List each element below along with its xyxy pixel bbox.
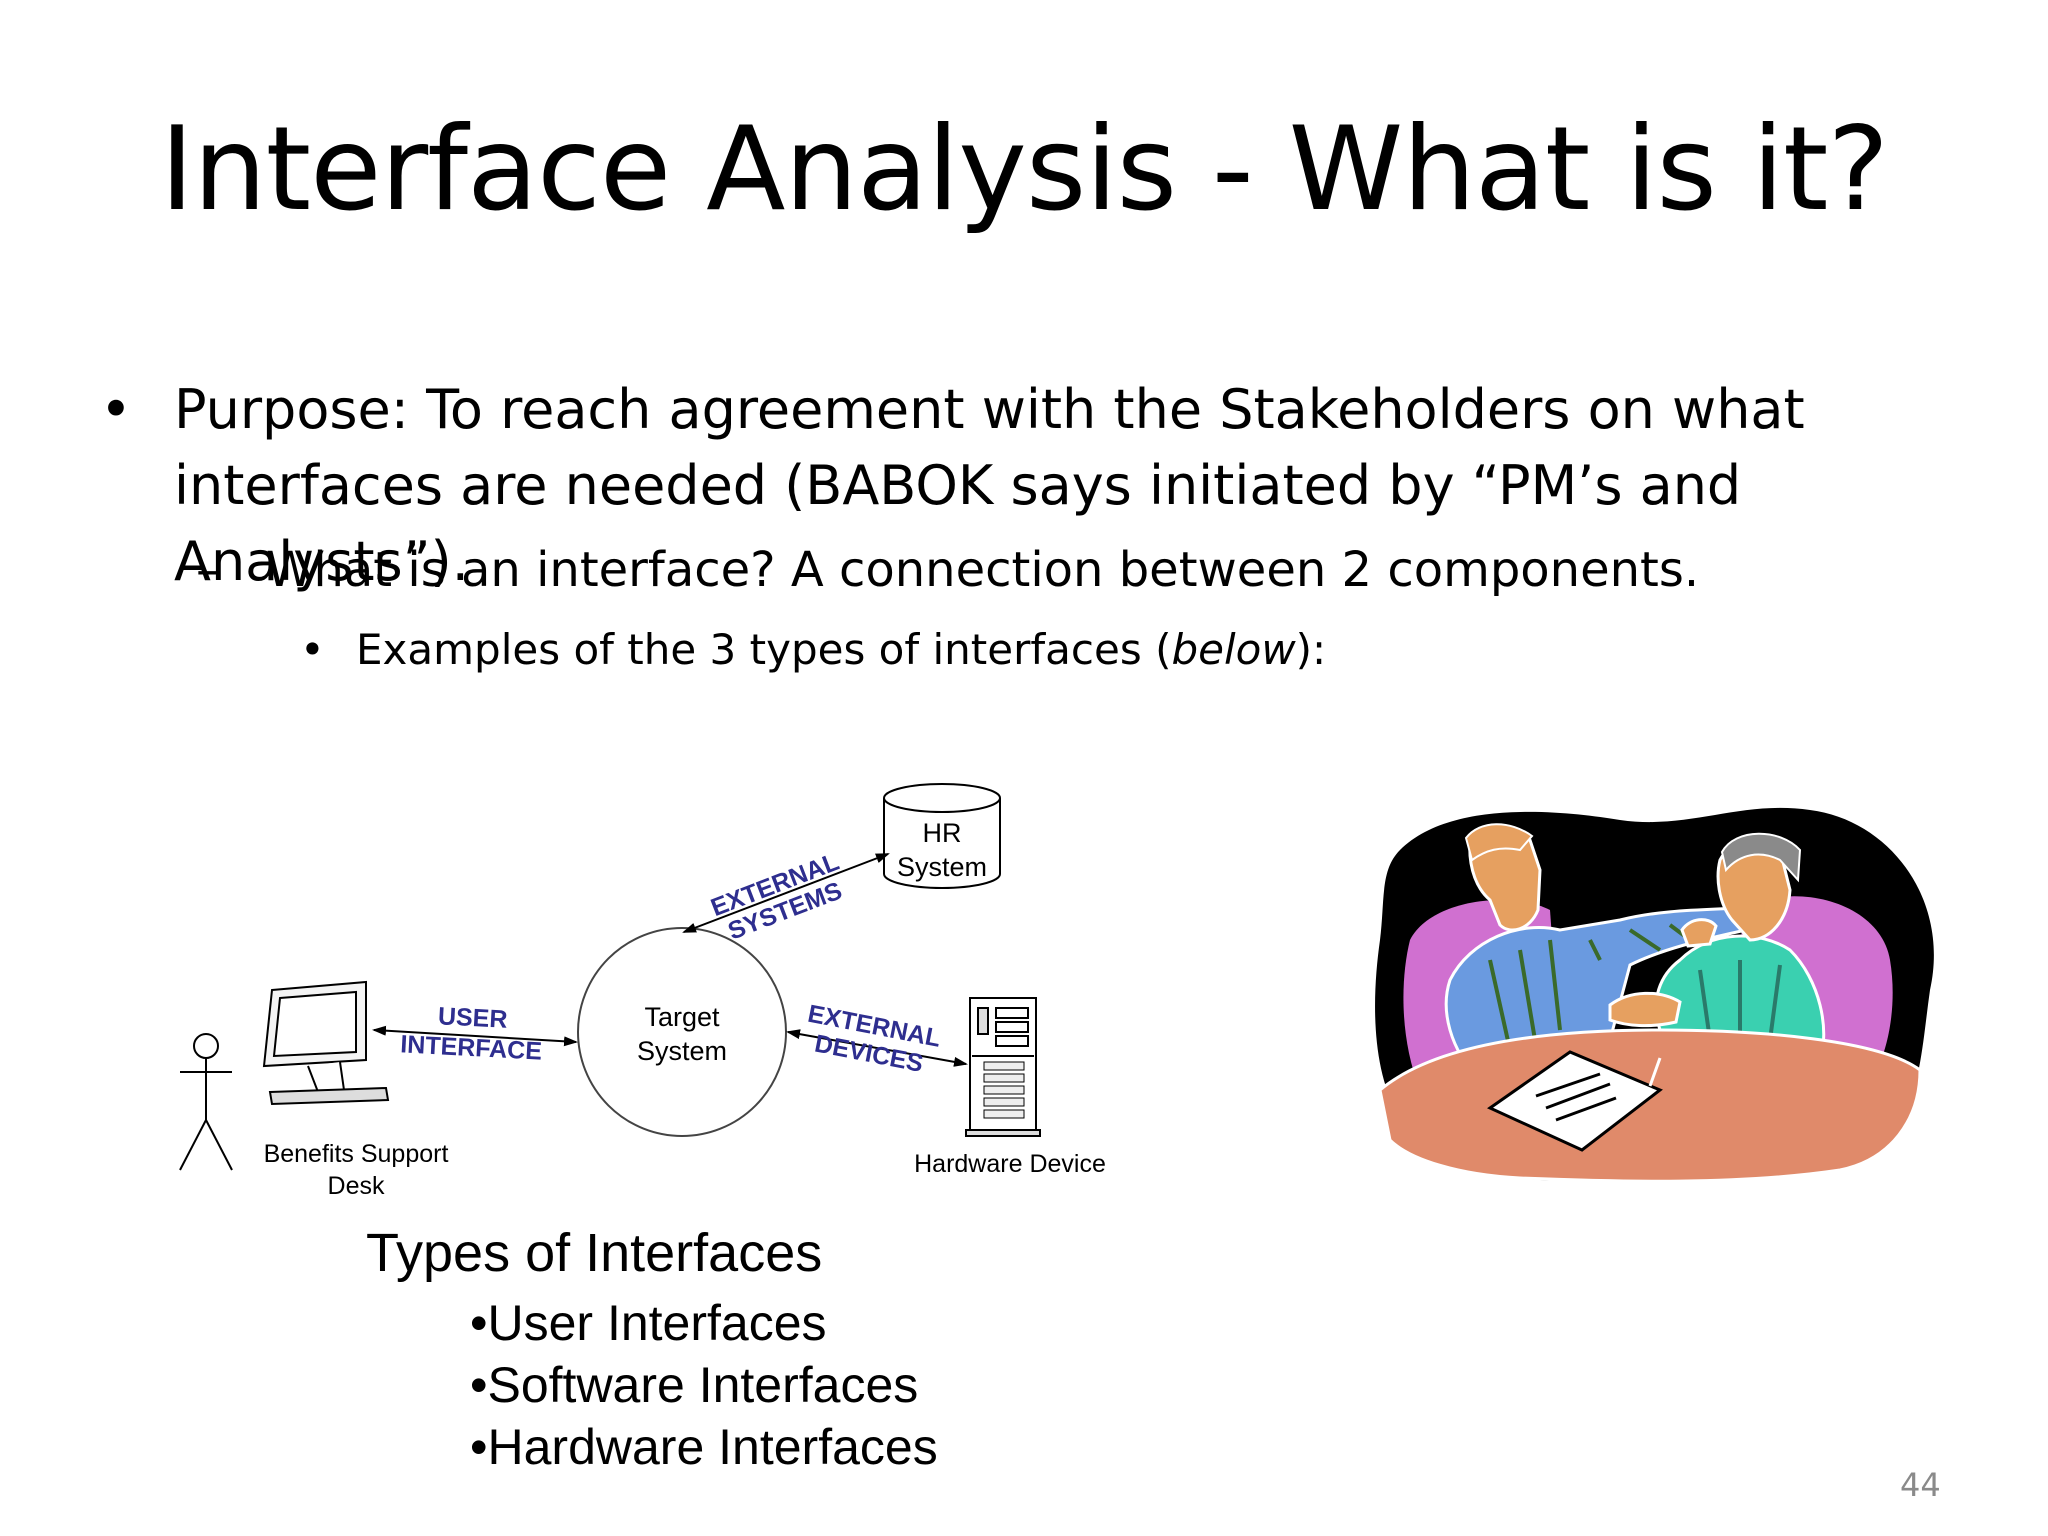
benefits-desk-label-1: Benefits Support [264, 1140, 449, 1168]
types-heading: Types of Interfaces [366, 1222, 822, 1284]
type-hardware-interfaces: •Hardware Interfaces [470, 1416, 938, 1478]
hr-system-label-1: HR [923, 818, 962, 848]
type-software-interfaces: •Software Interfaces [470, 1354, 938, 1416]
external-devices-edge-label: EXTERNAL DEVICES [800, 1000, 943, 1081]
hardware-device-label: Hardware Device [914, 1150, 1106, 1178]
examples-text-italic: below [1171, 625, 1295, 674]
bullet-marker: • [100, 372, 132, 448]
page-number: 44 [1900, 1466, 1941, 1504]
examples-text-after: ): [1296, 625, 1327, 674]
external-systems-edge-label: EXTERNAL SYSTEMS [707, 848, 853, 949]
target-system-node: Target System [578, 928, 786, 1136]
bullet-what-is-interface-text: What is an interface? A connection betwe… [266, 540, 1699, 600]
hr-system-label-2: System [897, 852, 987, 882]
target-system-label-1: Target [644, 1002, 720, 1032]
bullet-examples-text: Examples of the 3 types of interfaces (b… [356, 624, 1326, 676]
user-interface-edge-label: USER INTERFACE [400, 1000, 545, 1065]
target-system-label-2: System [637, 1036, 727, 1066]
monitor-icon [264, 982, 388, 1104]
benefits-desk-label-2: Desk [328, 1172, 385, 1200]
svg-text:INTERFACE: INTERFACE [400, 1030, 543, 1065]
slide-title: Interface Analysis - What is it? [0, 100, 2048, 240]
business-handshake-clipart-icon [1360, 790, 1940, 1190]
dash-marker: – [196, 540, 220, 600]
bullet-marker: • [300, 624, 325, 676]
interface-context-diagram: Target System HR System EXTERNAL SYSTEMS [160, 770, 1140, 1210]
hardware-server-icon [966, 998, 1040, 1136]
type-user-interfaces: •User Interfaces [470, 1292, 938, 1354]
user-stick-figure-icon [180, 1034, 232, 1170]
examples-text-before: Examples of the 3 types of interfaces ( [356, 625, 1171, 674]
types-list: •User Interfaces •Software Interfaces •H… [470, 1292, 938, 1478]
hr-system-database-icon: HR System [884, 784, 1000, 888]
svg-text:USER: USER [437, 1002, 508, 1034]
